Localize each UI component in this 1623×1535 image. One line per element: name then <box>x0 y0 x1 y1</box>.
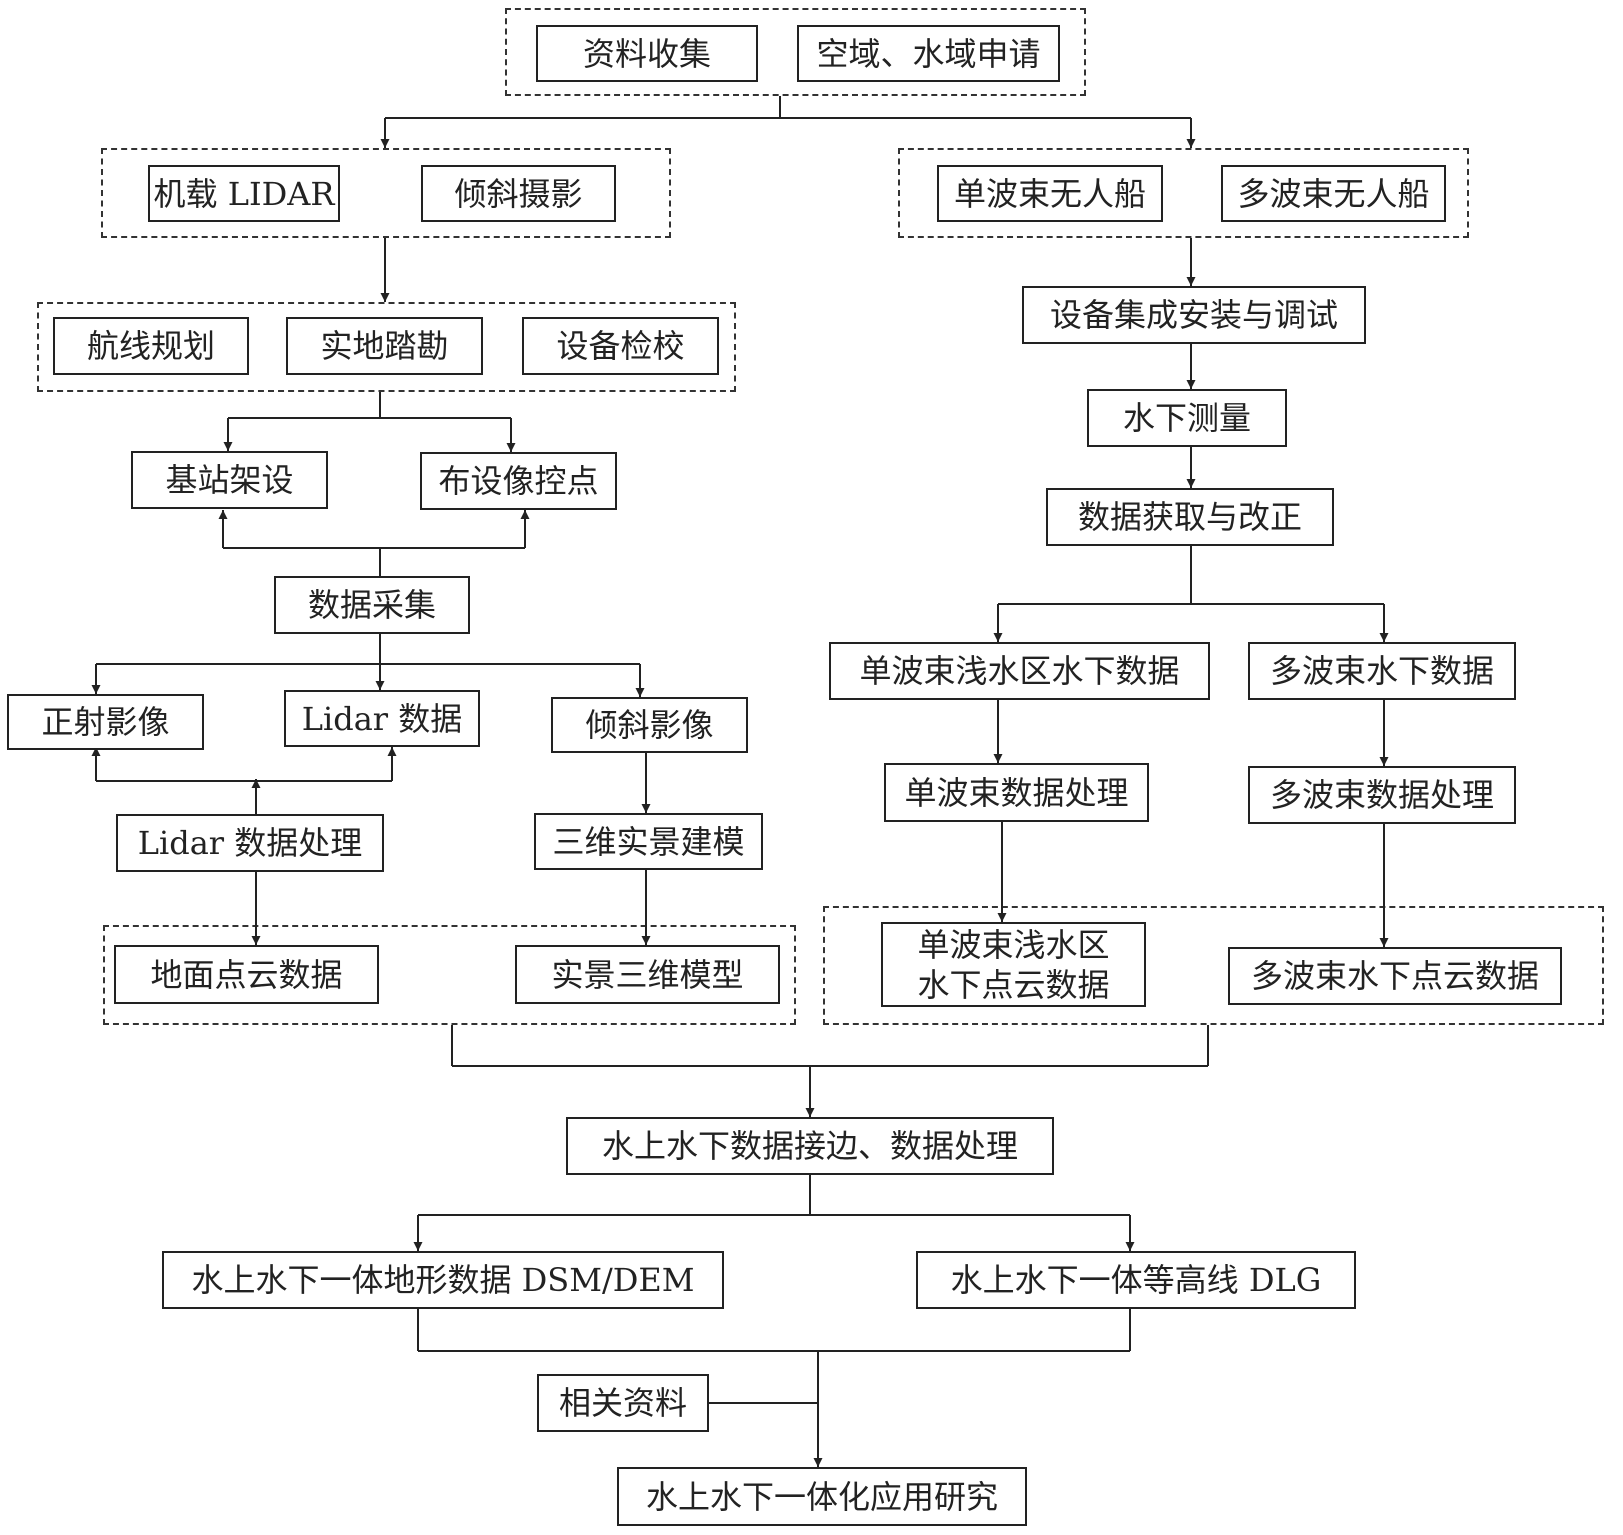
node-airspace-application: 空域、水域申请 <box>797 25 1060 82</box>
group-preparation <box>505 8 1086 96</box>
group-aerial-results <box>103 925 796 1025</box>
node-data-collection: 资料收集 <box>536 25 758 82</box>
node-terrain-dsm-dem: 水上水下一体地形数据 DSM/DEM <box>162 1251 724 1309</box>
node-oblique-photo: 倾斜摄影 <box>421 165 616 222</box>
node-data-acquisition: 数据采集 <box>274 576 470 634</box>
node-multi-beam-data: 多波束水下数据 <box>1248 642 1516 700</box>
node-related-materials: 相关资料 <box>537 1374 709 1432</box>
node-application-research: 水上水下一体化应用研究 <box>617 1467 1027 1526</box>
node-contour-dlg: 水上水下一体等高线 DLG <box>916 1251 1356 1309</box>
single-beam-pc-line1: 单波束浅水区 <box>917 925 1110 964</box>
single-beam-pc-line2: 水下点云数据 <box>917 965 1110 1004</box>
node-real-3d-model: 实景三维模型 <box>515 945 780 1004</box>
node-lidar-processing: Lidar 数据处理 <box>116 814 384 872</box>
node-data-correction: 数据获取与改正 <box>1046 488 1334 546</box>
node-lidar-data: Lidar 数据 <box>284 690 480 747</box>
group-aerial-prep <box>37 302 736 392</box>
node-multi-beam-processing: 多波束数据处理 <box>1248 766 1516 824</box>
node-ortho-image: 正射影像 <box>7 694 204 750</box>
node-single-beam-usv: 单波束无人船 <box>937 165 1163 222</box>
node-single-beam-processing: 单波束数据处理 <box>884 763 1149 822</box>
node-ground-point-cloud: 地面点云数据 <box>114 945 379 1004</box>
group-underwater-results <box>823 906 1604 1025</box>
node-control-points: 布设像控点 <box>420 452 617 510</box>
group-usv-methods <box>898 148 1469 238</box>
node-multi-beam-point-cloud: 多波束水下点云数据 <box>1228 947 1562 1005</box>
node-airborne-lidar: 机载 LIDAR <box>148 165 340 222</box>
node-route-planning: 航线规划 <box>53 317 249 375</box>
node-single-beam-point-cloud: 单波束浅水区 水下点云数据 <box>881 922 1146 1007</box>
node-reality-modeling: 三维实景建模 <box>534 813 763 870</box>
group-aerial-methods <box>101 148 671 238</box>
node-oblique-image: 倾斜影像 <box>551 697 748 753</box>
node-single-beam-shallow: 单波束浅水区水下数据 <box>829 642 1210 700</box>
node-multi-beam-usv: 多波束无人船 <box>1221 165 1446 222</box>
node-merge-processing: 水上水下数据接边、数据处理 <box>566 1117 1054 1175</box>
node-device-calibration: 设备检校 <box>522 317 719 375</box>
node-base-station: 基站架设 <box>131 451 328 509</box>
node-field-survey: 实地踏勘 <box>286 317 483 375</box>
node-underwater-survey: 水下测量 <box>1087 389 1287 447</box>
node-device-integration: 设备集成安装与调试 <box>1022 286 1366 344</box>
